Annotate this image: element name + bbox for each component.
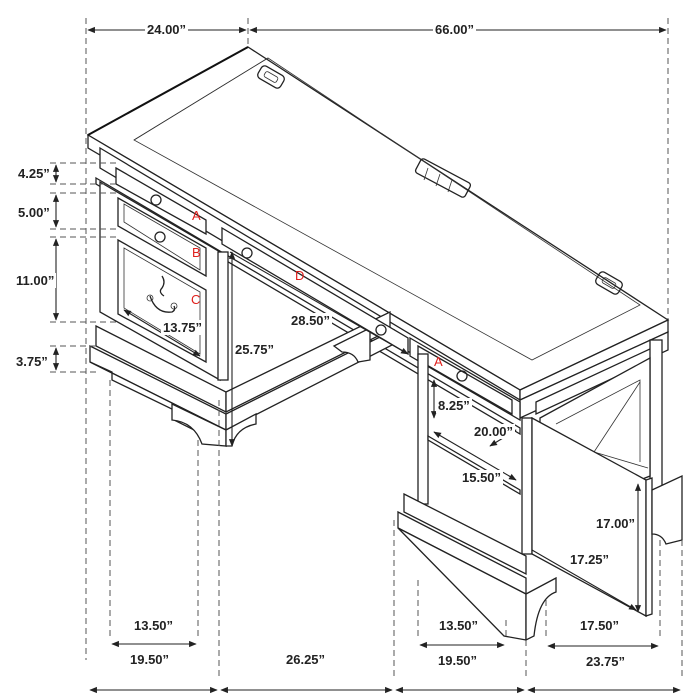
left-height-dims	[50, 162, 118, 373]
base-height-label: 3.75”	[14, 354, 50, 369]
knee-height-label: 25.75”	[233, 342, 277, 357]
side-depth-label: 23.75”	[584, 654, 628, 669]
cabinet-depth-label: 20.00”	[472, 424, 516, 439]
grommet-left-icon	[257, 65, 285, 89]
cabinet-width-label: 15.50”	[460, 470, 504, 485]
right-pedestal-width-label: 19.50”	[436, 653, 480, 668]
left-foot-span-label: 13.50”	[132, 618, 176, 633]
door-height-label: 17.00”	[594, 516, 638, 531]
drawer-letter-center-d: D	[295, 268, 305, 283]
file-drawer-depth-label: 13.75”	[161, 320, 205, 335]
drawer-b-height-label: 5.00”	[16, 205, 52, 220]
drawer-letter-right-a: A	[434, 354, 443, 369]
bottom-dims	[89, 380, 683, 694]
right-base	[397, 474, 683, 642]
apron-height-label: 4.25”	[16, 166, 52, 181]
cabinet-upper-height-label: 8.25”	[436, 398, 472, 413]
knee-opening-width-label: 26.25”	[284, 652, 328, 667]
right-side-foot-span-label: 17.50”	[578, 618, 622, 633]
interior-dims	[123, 251, 642, 613]
knee-width-label: 28.50”	[289, 313, 333, 328]
power-strip-icon	[414, 158, 472, 198]
drawer-letter-left-c: C	[191, 292, 201, 307]
desk-top	[86, 46, 670, 402]
drawer-letter-left-a: A	[192, 208, 201, 223]
width-label: 66.00”	[433, 22, 477, 37]
drawer-letter-left-b: B	[192, 245, 201, 260]
right-foot-span-label: 13.50”	[437, 618, 481, 633]
depth-label: 24.00”	[145, 22, 189, 37]
door-width-label: 17.25”	[568, 552, 612, 567]
grommet-right-icon	[595, 271, 623, 295]
drawer-c-height-label: 11.00”	[14, 273, 57, 288]
left-pedestal-width-label: 19.50”	[128, 652, 172, 667]
